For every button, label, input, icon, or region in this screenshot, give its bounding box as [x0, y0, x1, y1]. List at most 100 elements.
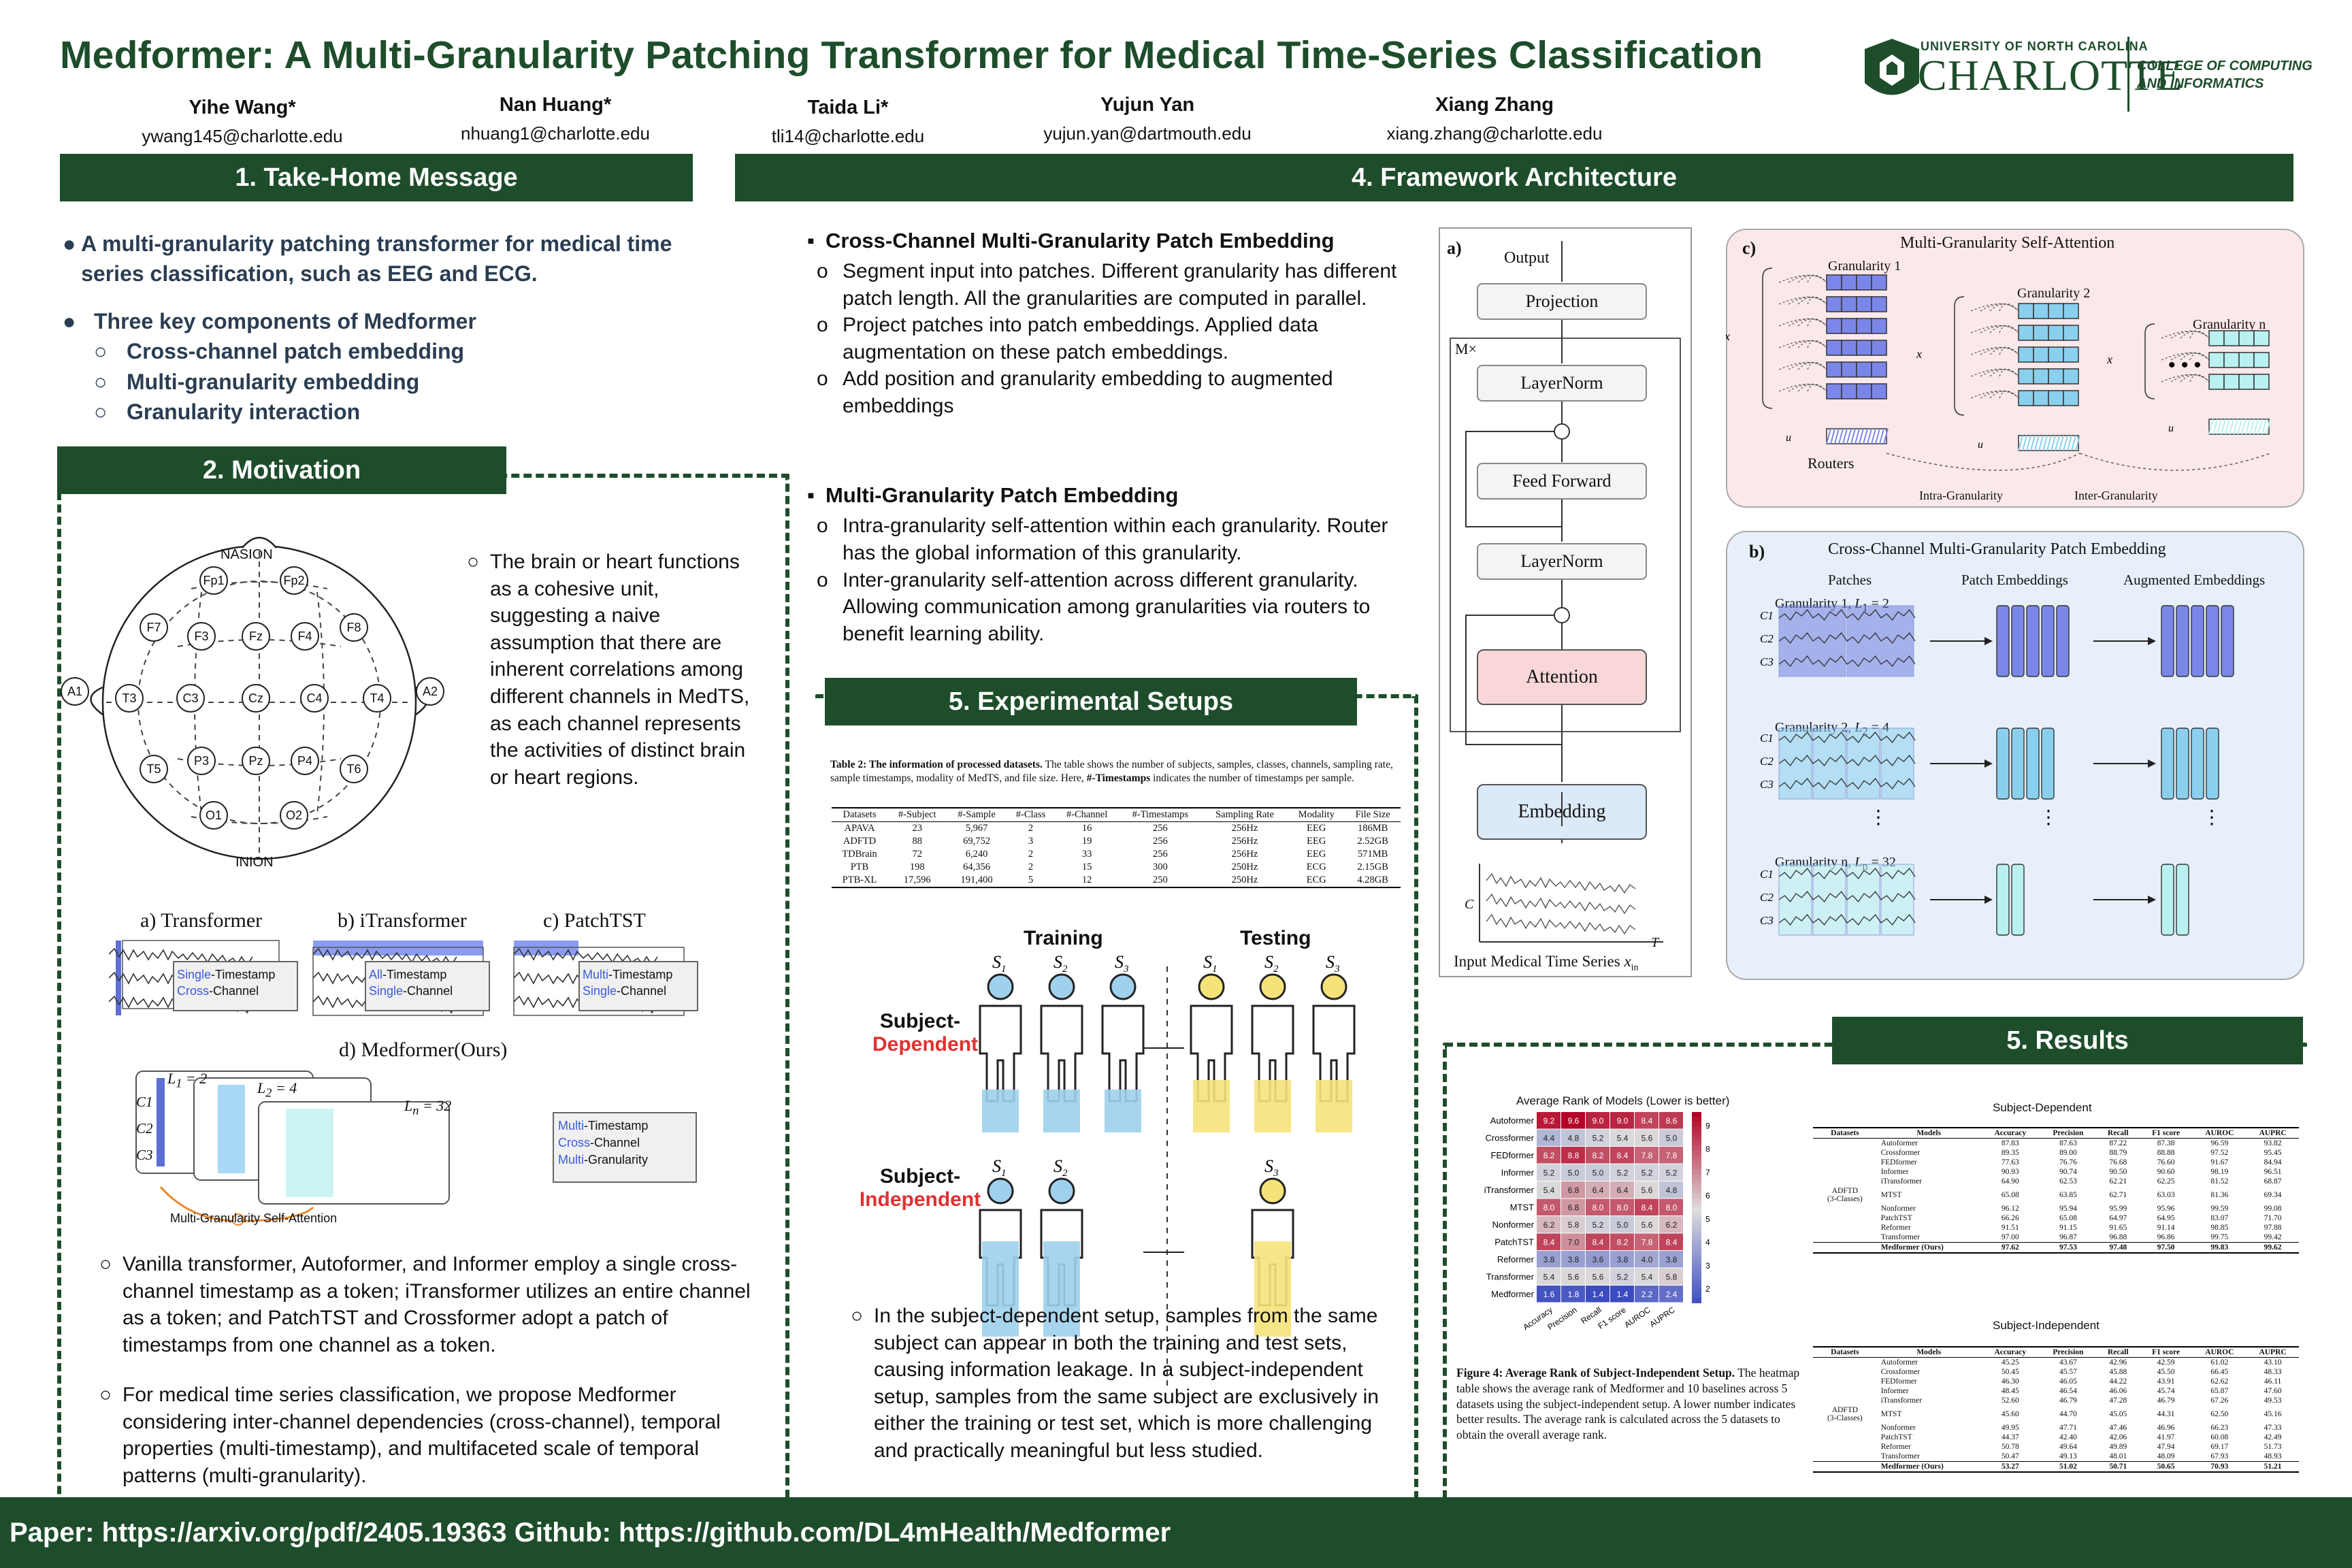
- patch-block: [1812, 728, 1846, 800]
- heatmap-cell: [1610, 1147, 1634, 1164]
- heatmap-cell-value: 6.4: [1592, 1186, 1604, 1195]
- vertical-ellipsis-icon: ⋮: [2202, 806, 2221, 828]
- table-cell: 42.59: [2157, 1358, 2175, 1367]
- channel-label: C1: [1760, 868, 1774, 881]
- colorbar-segment: [1692, 1264, 1701, 1270]
- table-cell: 91.67: [2210, 1158, 2229, 1166]
- table-cell: MTST: [1880, 1410, 1902, 1418]
- heatmap-cell-value: 6.4: [1617, 1186, 1629, 1195]
- table-cell: 250: [1152, 875, 1168, 885]
- router-hatch: [1863, 428, 1868, 444]
- heatmap-cell: [1635, 1268, 1659, 1285]
- circle-bullet-icon: o: [817, 368, 828, 391]
- vertical-ellipsis-icon: ⋮: [2039, 806, 2058, 828]
- router-hatch: [2233, 419, 2238, 435]
- results-header-cell: F1 score: [2152, 1129, 2180, 1137]
- table-header-cell: #-Class: [1015, 809, 1046, 820]
- table-cell: 97.53: [2059, 1243, 2077, 1252]
- diagram-a-frame: [1439, 227, 1692, 977]
- heatmap-cell-value: 5.6: [1568, 1273, 1580, 1282]
- table-cell: 68.87: [2264, 1177, 2282, 1186]
- token-cell: [1841, 296, 1857, 312]
- subject-independent-label: Subject- Independent: [859, 1165, 981, 1211]
- token-cell: [1871, 318, 1887, 334]
- token-cell: [2238, 352, 2255, 368]
- intra-granularity-label: Intra-Granularity: [1919, 489, 2003, 502]
- table-cell: 90.74: [2059, 1168, 2077, 1176]
- patch-embedding: [2011, 605, 2025, 677]
- augmented-embedding: [2206, 605, 2219, 677]
- patch-embedding: [2041, 728, 2055, 800]
- token-cell: [1826, 274, 1842, 291]
- table-cell: 46.05: [2059, 1377, 2077, 1386]
- table-cell: 62.21: [2109, 1177, 2127, 1186]
- colorbar-segment: [1692, 1241, 1701, 1246]
- token-cell: [2048, 346, 2064, 363]
- augmented-embedding: [2176, 864, 2189, 936]
- table-cell: ECG: [1306, 862, 1326, 872]
- colorbar-segment: [1692, 1250, 1701, 1256]
- subject-person-icon: [1312, 973, 1356, 1132]
- electrode-c3: C3: [176, 684, 205, 713]
- table-cell: 48.93: [2264, 1452, 2282, 1460]
- square-bullet-icon: ▪: [807, 483, 815, 508]
- table-cell: 45.57: [2059, 1368, 2077, 1376]
- colorbar-segment: [1692, 1126, 1701, 1132]
- table-cell: 69.17: [2210, 1443, 2229, 1451]
- table-cell: 67.93: [2210, 1452, 2229, 1460]
- colorbar-tick: 5: [1705, 1214, 1710, 1224]
- token-cell: [2223, 330, 2240, 346]
- table-cell: 64.90: [2001, 1177, 2019, 1186]
- colorbar-segment: [1692, 1174, 1701, 1179]
- heatmap-cell: [1635, 1112, 1659, 1129]
- heatmap-cell-value: 8.2: [1592, 1151, 1604, 1160]
- framework-heading-1: ▪Cross-Channel Multi-Granularity Patch E…: [807, 229, 1335, 252]
- table-cell: 45.16: [2264, 1410, 2282, 1418]
- patch-block: [1846, 728, 1880, 800]
- table-cell: 19: [1081, 836, 1092, 847]
- heatmap-cell: [1610, 1181, 1634, 1198]
- attention-link: [1807, 361, 1827, 370]
- heatmap-row-label: Nonformer: [1492, 1220, 1535, 1230]
- table-cell: APAVA: [844, 823, 875, 834]
- heatmap-cell: [1537, 1198, 1561, 1215]
- table-cell: Nonformer: [1880, 1205, 1916, 1213]
- author-1: Yihe Wang* ywang145@charlotte.edu: [142, 97, 343, 146]
- table-cell: PatchTST: [1880, 1433, 1912, 1441]
- heatmap-cell-value: 5.2: [1617, 1273, 1629, 1282]
- token-cell: [2033, 390, 2049, 406]
- table-cell: 256: [1152, 849, 1168, 860]
- augmented-embedding: [2161, 728, 2174, 800]
- table-cell: 2: [1028, 862, 1034, 872]
- subject-person-icon: [1251, 1177, 1294, 1337]
- table-cell: Transformer: [1880, 1452, 1920, 1460]
- table-cell: 98.85: [2210, 1224, 2229, 1232]
- patch-block: [1880, 728, 1914, 800]
- electrode-pz: Pz: [242, 747, 270, 775]
- table-cell: 6,240: [965, 849, 988, 860]
- colorbar-segment: [1692, 1279, 1701, 1284]
- router-hatch: [1859, 428, 1864, 444]
- arrow-head-icon: [2148, 896, 2156, 904]
- table-cell: 62.62: [2210, 1377, 2229, 1386]
- input-label: Input Medical Time Series xin: [1454, 953, 1639, 973]
- router-hatch: [2229, 419, 2234, 435]
- heatmap-cell: [1561, 1147, 1585, 1164]
- electrode-f3: F3: [187, 622, 216, 651]
- subject-person-icon: [1040, 1177, 1083, 1337]
- electrode-t4: T4: [363, 684, 391, 713]
- colorbar-segment: [1692, 1145, 1701, 1151]
- router-hatch: [2221, 419, 2226, 435]
- heatmap-cell: [1537, 1147, 1561, 1164]
- router-hatch: [2245, 419, 2251, 435]
- colorbar-tick: 3: [1705, 1261, 1710, 1271]
- token-cell: [1841, 274, 1857, 291]
- table-cell: 47.28: [2109, 1396, 2127, 1405]
- footer-links[interactable]: Paper: https://arxiv.org/pdf/2405.19363 …: [0, 1497, 2352, 1568]
- circle-bullet-icon: o: [817, 314, 828, 337]
- electrode-f7: F7: [140, 613, 168, 642]
- table-cell: 63.03: [2157, 1191, 2175, 1199]
